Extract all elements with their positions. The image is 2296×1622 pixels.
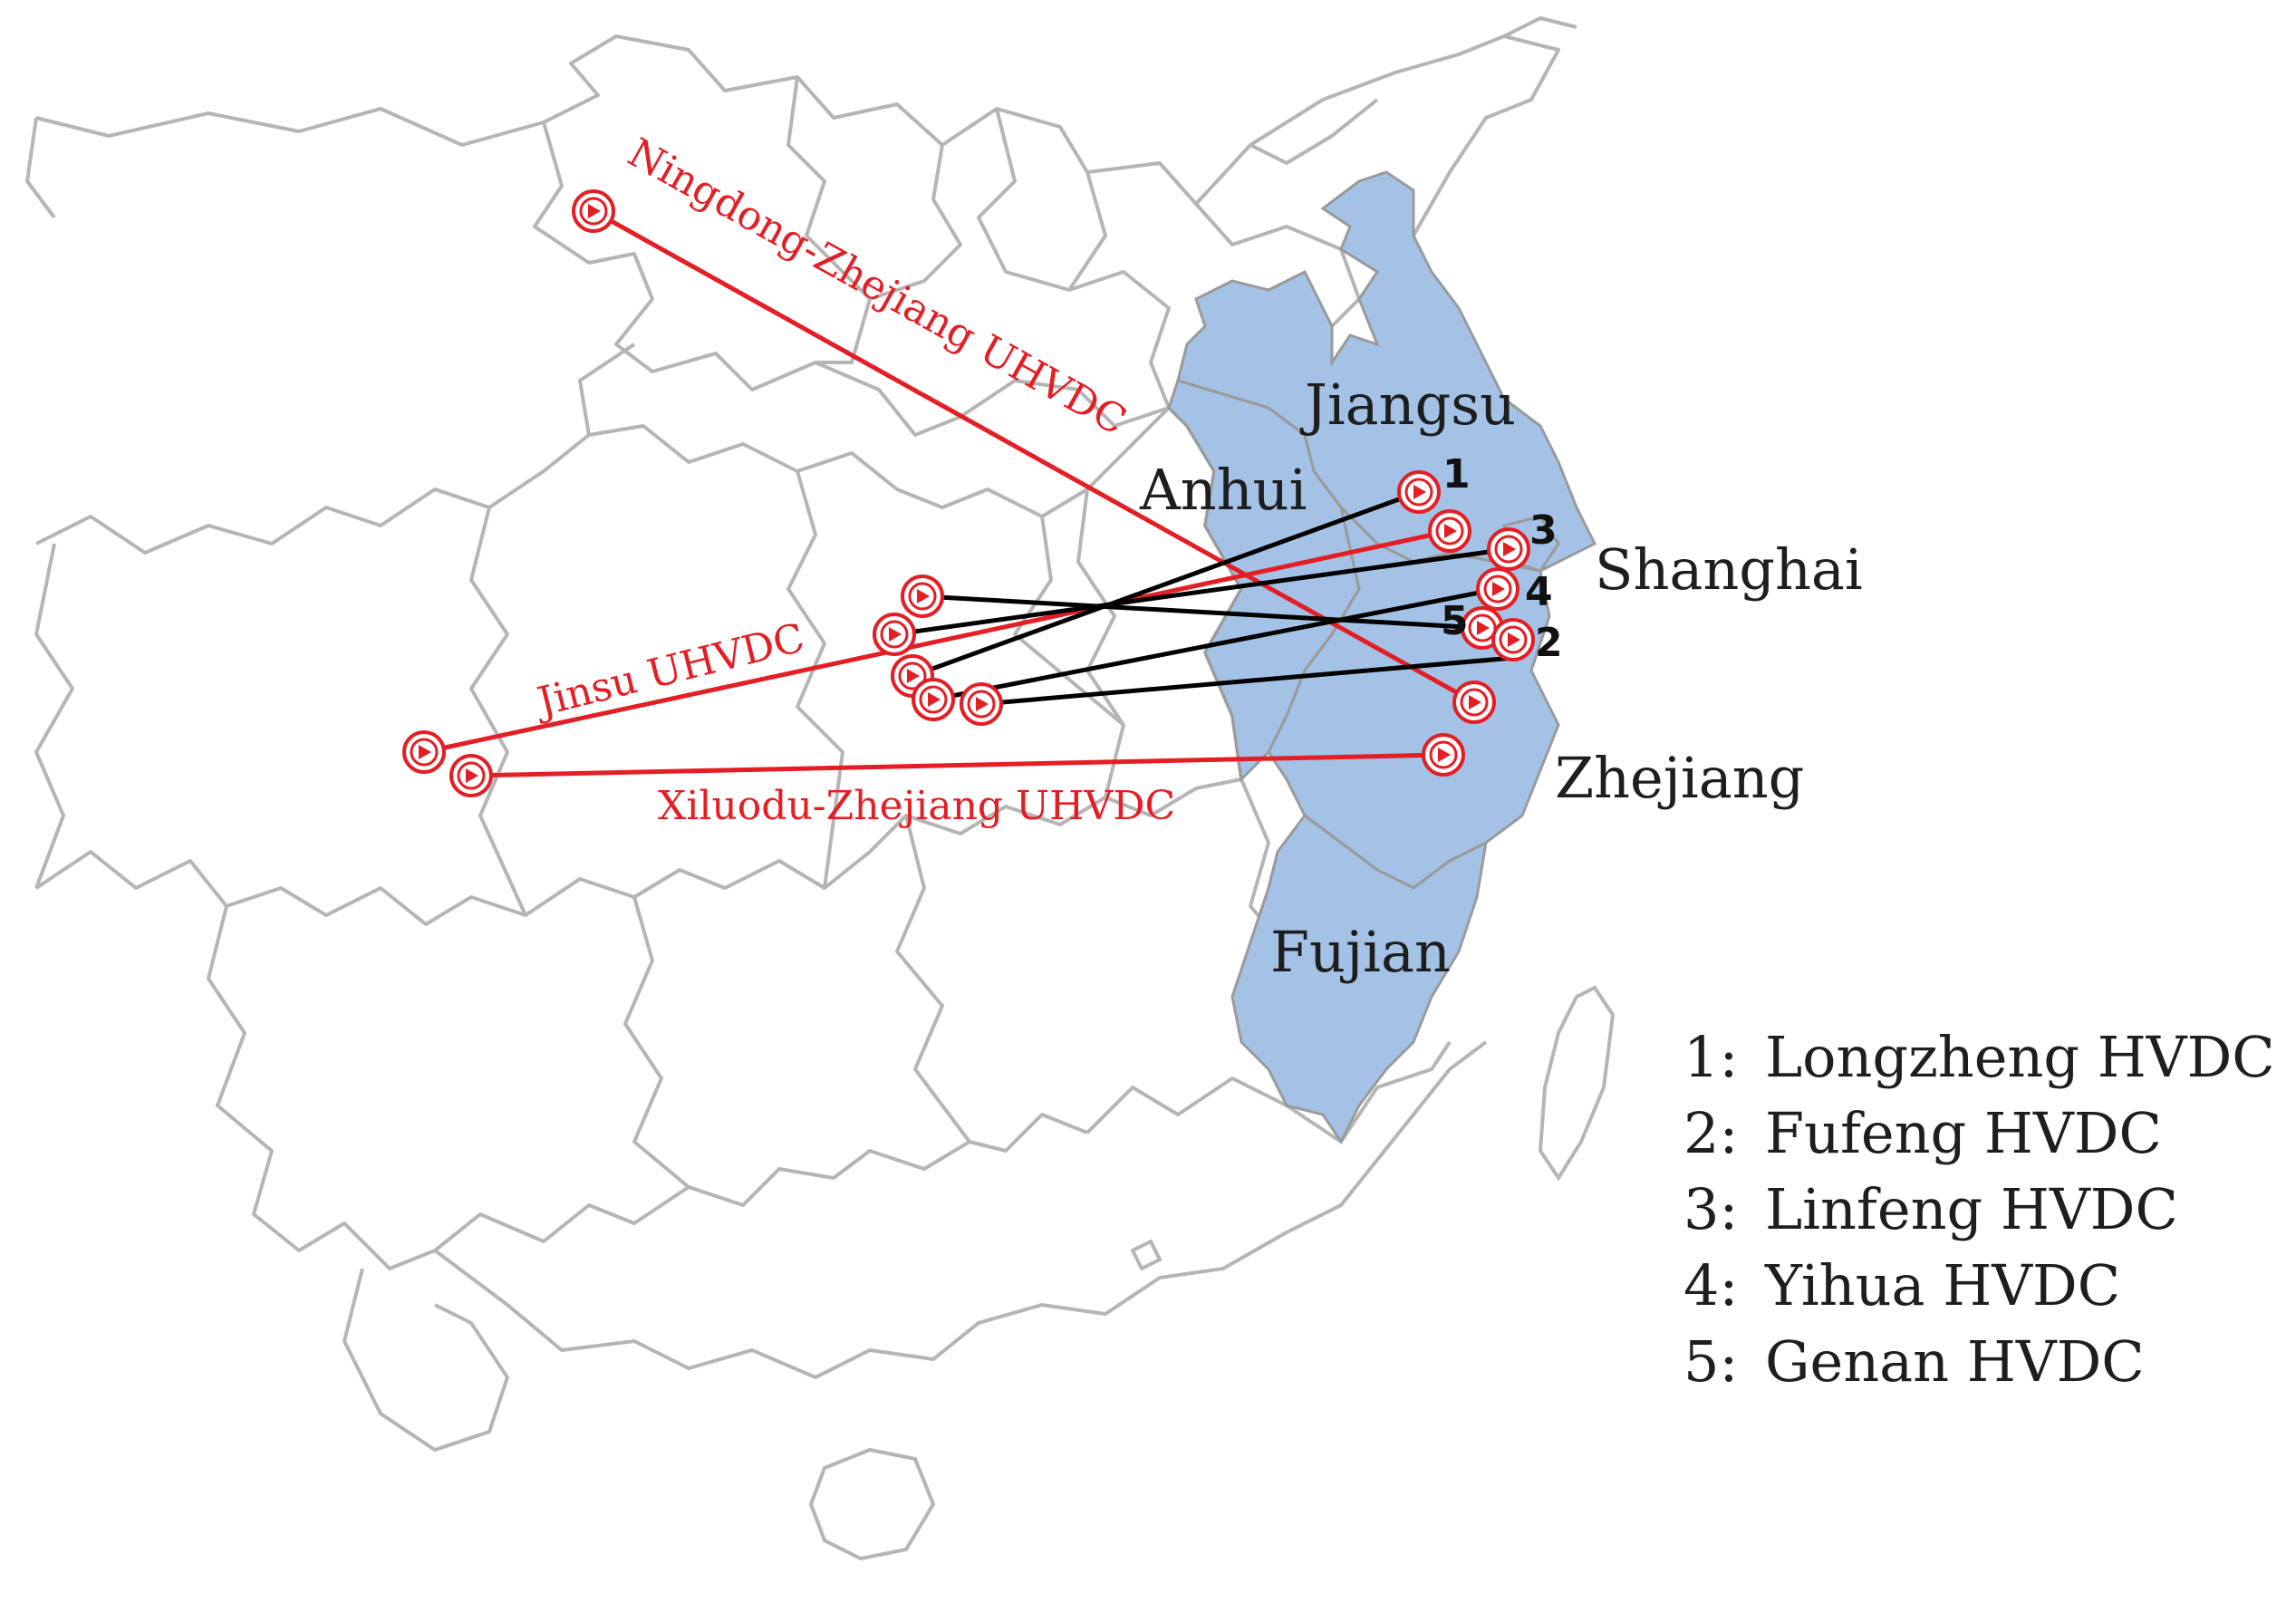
hvdc-number-3: 3 xyxy=(1529,507,1558,554)
yihua-line xyxy=(932,586,1499,702)
longzheng-line xyxy=(912,489,1420,679)
east-china-region xyxy=(1167,170,1597,1144)
station-icon xyxy=(912,678,955,721)
legend-item: 5: Genan HVDC xyxy=(1683,1324,2275,1400)
label-zhejiang: Zhejiang xyxy=(1555,745,1804,811)
station-icon xyxy=(873,613,916,656)
station-icon xyxy=(1422,733,1465,777)
station-icon xyxy=(1491,618,1535,661)
station-icon xyxy=(402,730,446,774)
xiluodu-zhejiang-line xyxy=(470,752,1444,778)
legend-item: 2: Fufeng HVDC xyxy=(1683,1096,2275,1172)
province-borders xyxy=(25,16,1616,1561)
hvdc-number-2: 2 xyxy=(1535,620,1563,666)
legend-item: 1: Longzheng HVDC xyxy=(1683,1019,2275,1096)
legend-number: 3: xyxy=(1683,1176,1739,1242)
station-icon xyxy=(572,189,615,233)
linfeng-line xyxy=(893,546,1510,637)
hvdc-legend: 1: Longzheng HVDC 2: Fufeng HVDC 3: Linfeng… xyxy=(1683,1019,2275,1400)
station-icon xyxy=(1487,527,1530,571)
label-shanghai: Shanghai xyxy=(1595,536,1863,603)
hvdc-lines xyxy=(893,489,1514,707)
legend-number: 5: xyxy=(1683,1328,1739,1395)
legend-name: Genan HVDC xyxy=(1765,1328,2145,1395)
legend-item: 3: Linfeng HVDC xyxy=(1683,1172,2275,1248)
label-anhui: Anhui xyxy=(1139,457,1307,523)
jinsu-line xyxy=(423,528,1451,755)
station-icon xyxy=(960,682,1003,726)
station-icon xyxy=(1397,470,1441,514)
station-icon xyxy=(1428,509,1471,553)
hvdc-number-4: 4 xyxy=(1525,569,1553,615)
legend-name: Longzheng HVDC xyxy=(1765,1024,2275,1090)
fujian-province xyxy=(1230,813,1488,1144)
fufeng-line xyxy=(980,655,1514,707)
legend-number: 1: xyxy=(1683,1024,1739,1090)
legend-name: Yihua HVDC xyxy=(1765,1252,2121,1318)
legend-number: 4: xyxy=(1683,1252,1739,1318)
legend-name: Fufeng HVDC xyxy=(1765,1100,2162,1166)
label-jinsu-uhvdc: Jinsu UHVDC xyxy=(529,614,808,726)
legend-number: 2: xyxy=(1683,1100,1739,1166)
station-icon xyxy=(449,754,493,797)
station-icon xyxy=(1476,567,1519,611)
station-icon xyxy=(901,574,944,618)
label-jiangsu: Jiangsu xyxy=(1299,372,1516,438)
legend-name: Linfeng HVDC xyxy=(1765,1176,2178,1242)
genan-line xyxy=(921,594,1483,631)
label-fujian: Fujian xyxy=(1270,919,1451,985)
legend-item: 4: Yihua HVDC xyxy=(1683,1248,2275,1324)
hvdc-number-1: 1 xyxy=(1442,451,1471,497)
hvdc-number-5: 5 xyxy=(1441,598,1469,644)
station-icon xyxy=(1452,681,1496,724)
label-xiluodu-zhejiang-uhvdc: Xiluodu-Zhejiang UHVDC xyxy=(658,783,1175,829)
